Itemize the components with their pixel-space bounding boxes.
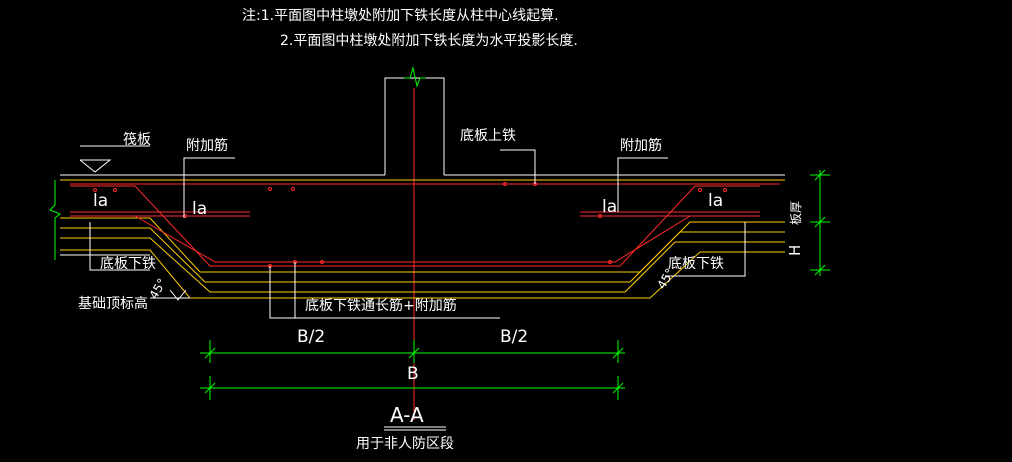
label-slab-thickness: 板厚: [789, 201, 803, 225]
note-line-2: 2.平面图中柱墩处附加下铁长度为水平投影长度.: [280, 33, 578, 49]
slab-outline: [60, 179, 785, 299]
leader-lines: [79, 145, 746, 319]
label-raft: 筏板: [123, 131, 151, 148]
label-half-b-left: B/2: [297, 327, 325, 347]
label-top-bar: 底板上铁: [460, 128, 516, 144]
column-outline: [60, 77, 785, 176]
break-symbol: [404, 66, 426, 88]
label-bottom-bar-right: 底板下铁: [668, 256, 724, 272]
label-bottom-bar-left: 底板下铁: [100, 256, 156, 272]
rebar-dots: [93, 182, 727, 268]
label-extra-bar-right: 附加筋: [620, 137, 662, 154]
label-extra-bar-left: 附加筋: [186, 137, 228, 154]
label-half-b-right: B/2: [500, 327, 528, 347]
section-note: 用于非人防区段: [356, 436, 454, 452]
label-h: H: [786, 245, 804, 256]
label-la-4: la: [708, 191, 723, 211]
label-la-1: la: [93, 191, 108, 211]
vertical-dimension: [810, 169, 830, 276]
left-break-symbol: [49, 180, 61, 260]
horizontal-dimensions: [200, 340, 625, 400]
note-line-1: 注:1.平面图中柱墩处附加下铁长度从柱中心线起算.: [242, 8, 559, 24]
label-bottom-through: 底板下铁通长筋+附加筋: [305, 297, 457, 314]
rebar-lines: [70, 183, 780, 267]
label-la-3: la: [602, 197, 617, 217]
section-title: A-A: [390, 403, 424, 427]
label-la-2: la: [192, 199, 207, 219]
label-b: B: [407, 364, 419, 384]
label-foundation-top: 基础顶标高: [78, 295, 148, 312]
